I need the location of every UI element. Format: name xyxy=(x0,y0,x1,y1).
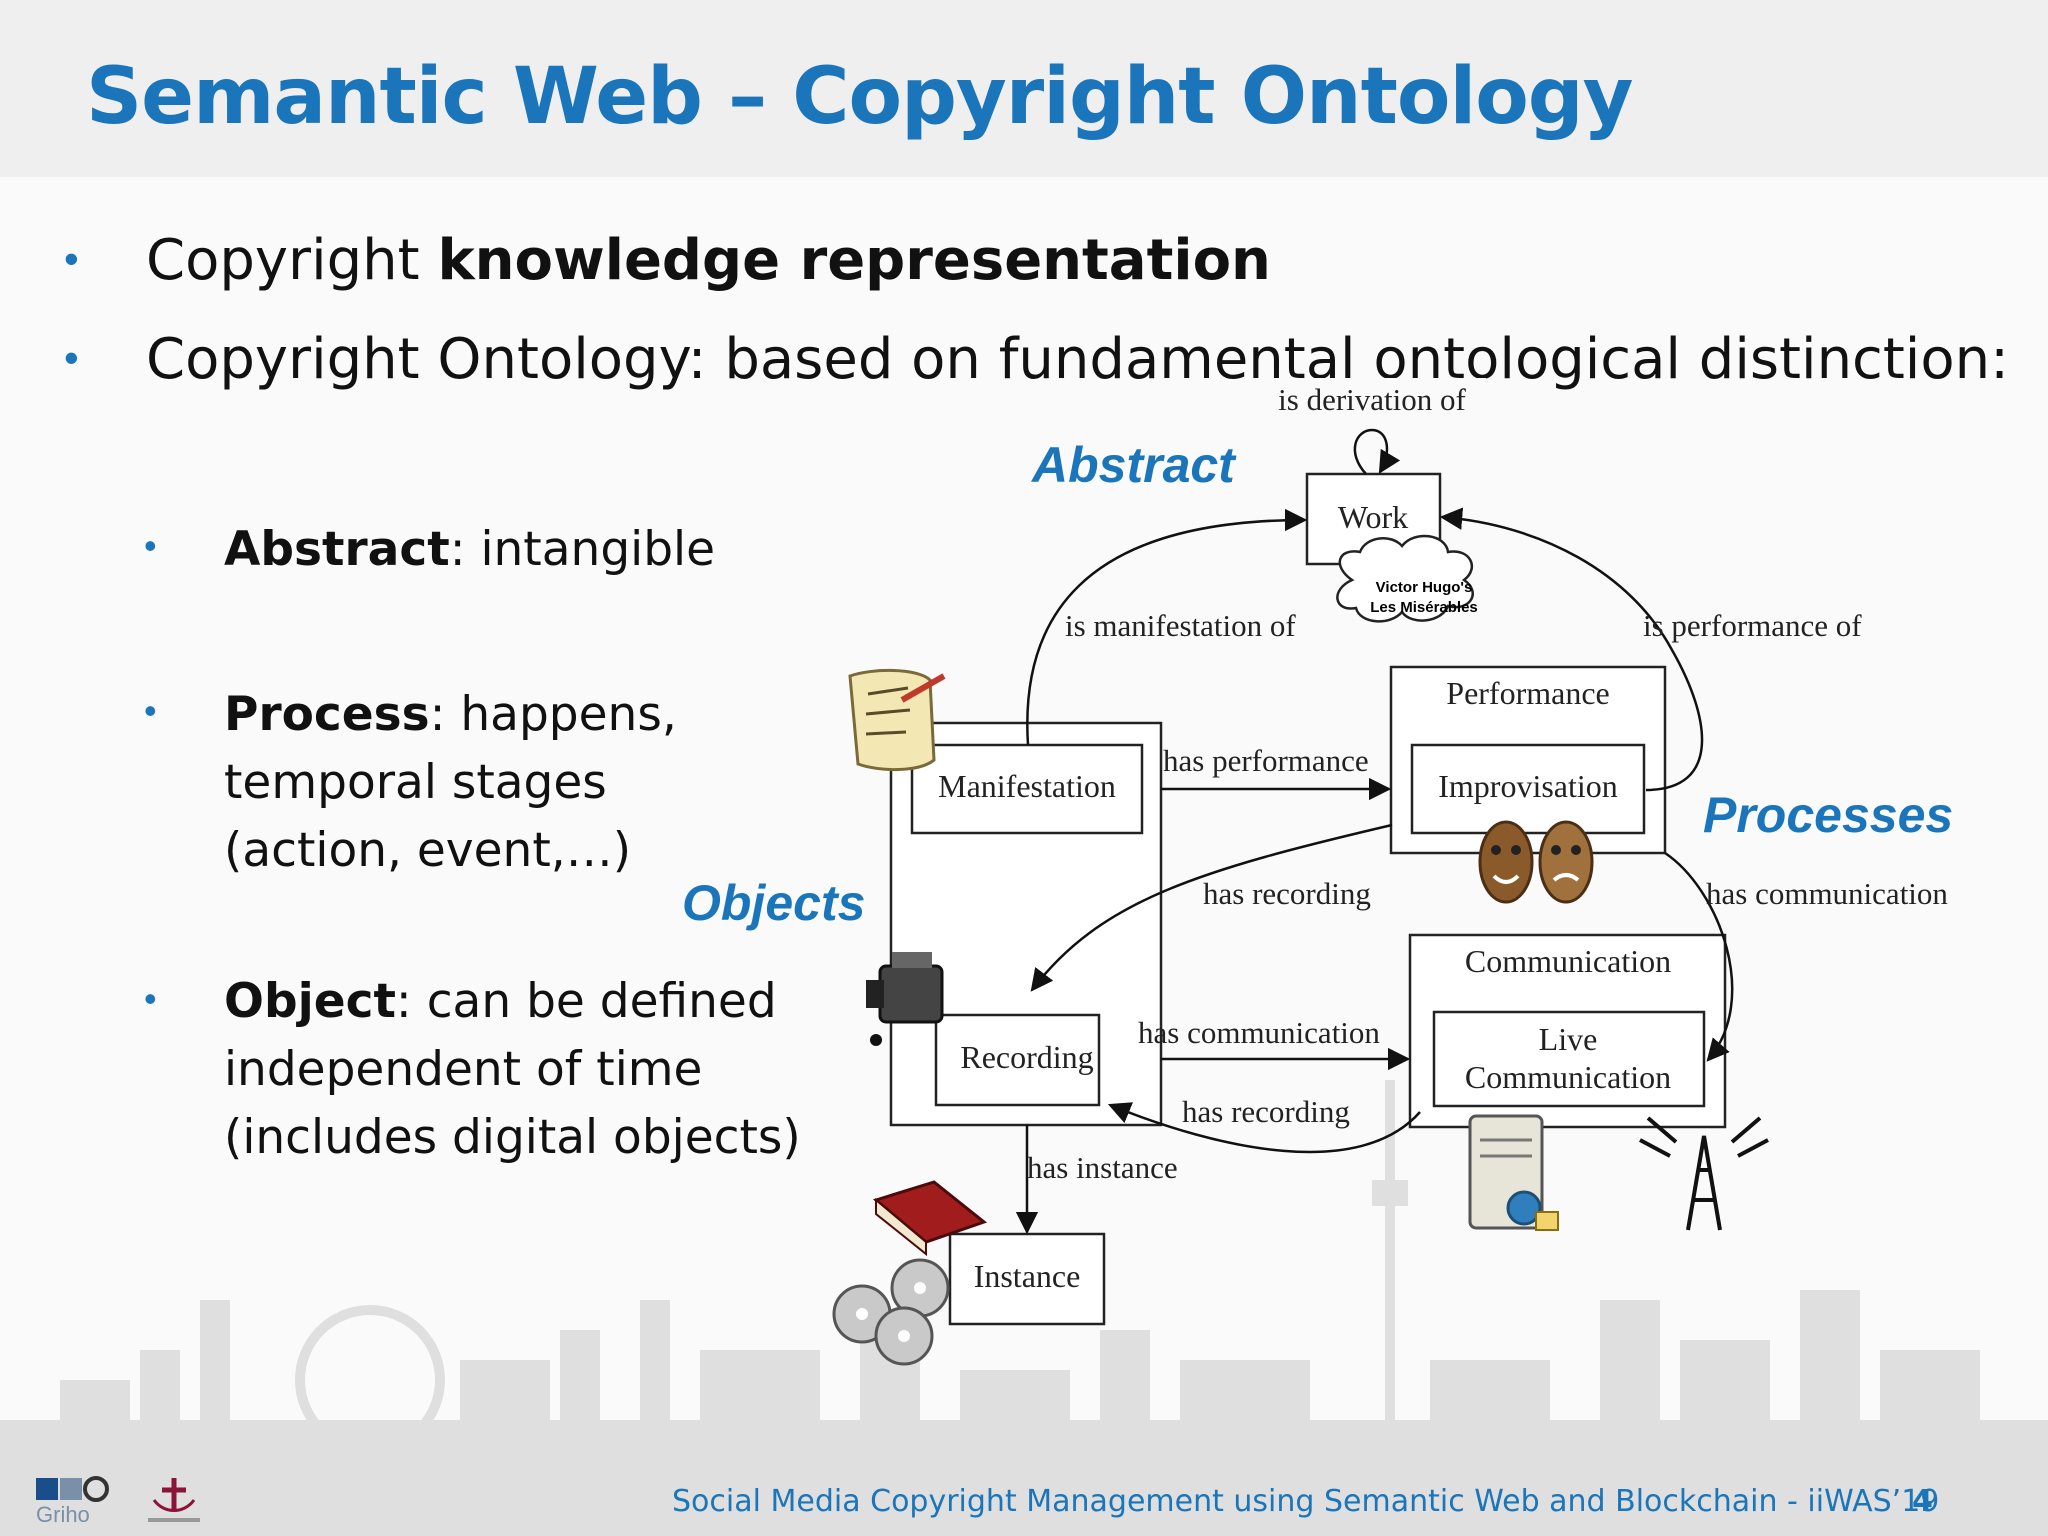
has-instance-label: has instance xyxy=(1027,1150,1178,1185)
abstract-label: Abstract xyxy=(1032,437,1235,493)
cloud-shape xyxy=(1336,534,1474,623)
has-communication-label-1: has communication xyxy=(1706,876,1948,911)
has-recording-label-1: has recording xyxy=(1203,876,1371,911)
footer-text: Social Media Copyright Management using … xyxy=(672,1484,1940,1519)
communication-node: Communication xyxy=(1465,943,1671,979)
live-communication-box xyxy=(1432,1010,1706,1108)
manifestation-box xyxy=(910,743,1144,835)
manifestation-node: Manifestation xyxy=(938,768,1116,804)
bullet-1-text: Copyright xyxy=(146,228,438,293)
sub-bullet-process-line2: temporal stages xyxy=(224,755,607,810)
has-recording-label-2: has recording xyxy=(1182,1094,1350,1129)
sub-bullet-abstract: Abstract: intangible xyxy=(224,516,715,584)
book-icon xyxy=(872,1180,988,1257)
sub-bullet-object-bold: Object xyxy=(224,974,396,1029)
has-communication-label-2: has communication xyxy=(1138,1015,1380,1050)
theater-masks-icon xyxy=(1478,820,1594,904)
bullet-dot: • xyxy=(64,235,79,282)
has-recording-arrow-1 xyxy=(1030,823,1393,992)
improvisation-box xyxy=(1410,743,1646,835)
slide-title: Semantic Web – Copyright Ontology xyxy=(86,52,1633,142)
sub-bullet-process-text: : happens, xyxy=(429,687,677,742)
sub-bullet-abstract-bold: Abstract xyxy=(224,522,450,577)
has-performance-label: has performance xyxy=(1163,743,1369,778)
instance-node: Instance xyxy=(974,1258,1081,1294)
sub-bullet-dot: • xyxy=(144,690,157,731)
is-manifestation-of-arrow xyxy=(1026,508,1308,746)
sub-bullet-object: Object: can be defined independent of ti… xyxy=(224,968,801,1172)
sub-bullet-object-line2: independent of time xyxy=(224,1042,703,1097)
bullet-2: Copyright Ontology: based on fundamental… xyxy=(146,327,2009,392)
sub-bullet-process-line3: (action, event,…) xyxy=(224,823,632,878)
performance-node: Performance xyxy=(1446,675,1609,711)
sub-bullet-object-text: : can be defined xyxy=(395,974,777,1029)
title-band xyxy=(0,0,2048,177)
objects-label: Objects xyxy=(682,875,866,931)
griho-logo: Griho xyxy=(34,1474,114,1535)
is-derivation-of-label: is derivation of xyxy=(1278,382,1466,417)
scroll-icon xyxy=(848,668,946,772)
is-performance-of-label: is performance of xyxy=(1643,608,1862,643)
bullet-dot: • xyxy=(64,334,79,381)
griho-logo-text: Griho xyxy=(36,1502,90,1527)
cd-discs-icon xyxy=(832,1258,950,1366)
work-node: Work xyxy=(1338,499,1408,535)
university-lleida-logo xyxy=(124,1470,224,1535)
server-icon xyxy=(1468,1114,1559,1231)
cloud-line2: Les Misérables xyxy=(1370,599,1478,616)
sub-bullet-abstract-text: : intangible xyxy=(449,522,716,577)
has-communication-arrow-1 xyxy=(1664,851,1734,1062)
is-performance-of-arrow xyxy=(1439,507,1704,792)
has-recording-arrow-2 xyxy=(1107,1102,1421,1154)
cloud-line1: Victor Hugo's xyxy=(1376,579,1473,596)
recording-box xyxy=(934,1013,1101,1107)
improvisation-node: Improvisation xyxy=(1438,768,1618,804)
sub-bullet-object-line3: (includes digital objects) xyxy=(224,1110,801,1165)
video-camera-icon xyxy=(866,952,944,1046)
bullet-1: Copyright knowledge representation xyxy=(146,228,1271,293)
recording-node: Recording xyxy=(960,1039,1093,1075)
processes-label: Processes xyxy=(1703,787,1954,843)
live-communication-line2: Communication xyxy=(1465,1059,1671,1095)
sub-bullet-dot: • xyxy=(144,978,157,1019)
bullet-1-bold: knowledge representation xyxy=(437,228,1271,293)
sub-bullet-dot: • xyxy=(144,525,157,566)
is-manifestation-of-label: is manifestation of xyxy=(1065,608,1296,643)
live-communication-line1: Live xyxy=(1539,1021,1598,1057)
page-number: 4 xyxy=(1912,1484,1933,1519)
sub-bullet-process-bold: Process xyxy=(224,687,430,742)
sub-bullet-process: Process: happens, temporal stages (actio… xyxy=(224,681,677,885)
is-derivation-of-arrow xyxy=(1353,428,1401,475)
radio-tower-icon xyxy=(1639,1116,1769,1231)
